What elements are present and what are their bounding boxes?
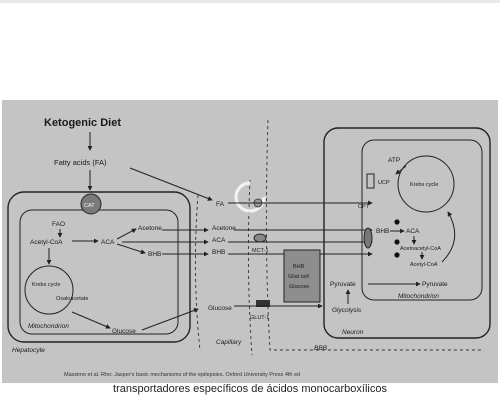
mito-pyruvate: Pyruvate [422,281,448,288]
bbb-label: BBB [314,345,328,352]
hepatocyte-glucose-label: Glucose [112,328,136,335]
neuron-bhb: BHB [376,228,389,235]
fao-label: FAO [52,221,65,228]
acetone-label: Acetone [138,225,162,232]
hepatocyte-label: Hepatocyte [12,347,45,354]
enzyme-marker-1 [394,219,400,225]
oxaloacetate-label: Oxaloacetate [56,296,88,302]
top-divider [0,0,500,3]
slide-caption: transportadores específicos de ácidos mo… [113,383,387,395]
ketogenic-diet-diagram: Ketogenic Diet Fatty acids (FA) CAT FAO … [7,117,491,378]
glycolysis-label: Glycolysis [332,307,362,314]
cpt-label: CPT [358,204,370,210]
capillary-aca: ACA [212,237,226,244]
fa-to-capillary-arrow [129,167,213,201]
ucp-label: UCP [378,180,390,186]
aca-to-bhb-arrow [116,243,146,255]
glial-bhb: BHB [293,264,305,270]
capillary-fa: FA [216,201,225,208]
atp-arrow [395,165,407,175]
mct-label: MCT-1 [252,248,269,254]
bhb-label: BHB [148,251,161,258]
capillary-acetone: Acetone [212,225,236,232]
enzyme-marker-2 [394,239,400,245]
neuron-aca: ACA [406,228,420,235]
hepatocyte-krebs-cycle [24,265,74,315]
neuron-membrane [323,127,491,339]
cat-label: CAT [84,203,95,209]
loading-spinner-icon [234,181,266,213]
enzyme-marker-3 [394,252,400,258]
capillary-bhb: BHB [212,249,225,256]
capillary-label: Capillary [216,339,242,346]
glial-label: Glial cell [288,274,309,280]
glut-label: GLUT-1 [250,315,269,321]
glut-transporter-icon [256,300,270,307]
mitochondrial-mct-icon [363,227,373,249]
neuron-pyruvate: Pyruvate [330,281,356,288]
bbb-boundary [265,119,484,351]
glial-glucose: Glucose [289,284,309,290]
mct-transporter-icon [253,233,267,243]
acetyl-coa-label: Acetyl-CoA [30,239,63,246]
aca-to-acetone-arrow [116,228,137,240]
glial-cell [283,249,321,303]
hepatocyte-membrane [7,191,191,343]
diagram-slide: Ketogenic Diet Fatty acids (FA) CAT FAO … [2,100,498,383]
acetyl-to-krebs-arrow [441,211,456,263]
hepatocyte-mitochondrion-label: Mitochondrion [28,323,69,330]
cat-transporter [80,193,102,215]
neuron-acetyl-coa-label: Acetyl-CoA [410,262,438,268]
citation-text: Massimo et al. Rho: Jasper's basic mecha… [64,372,300,378]
oxaloacetate-to-glucose-arrow [71,311,111,329]
ucp-channel [366,173,375,189]
aca-label: ACA [101,239,115,246]
neuron-label: Neuron [342,329,364,336]
capillary-left-wall [194,194,201,351]
capillary-glucose: Glucose [208,305,232,312]
capillary-right-wall [247,179,253,356]
neuron-mitochondrion [361,139,483,301]
neuron-mitochondrion-label: Mitochondrion [398,293,439,300]
atp-label: ATP [388,157,400,164]
krebs-cycle-label: Krebs cycle [32,282,60,288]
acetoacetyl-coa-label: Acetoacetyl-CoA [400,246,441,252]
neuron-krebs-cycle [397,155,455,213]
glucose-to-capillary-arrow [141,308,199,331]
diagram-title: Ketogenic Diet [44,117,121,129]
neuron-krebs-label: Krebs cycle [410,182,438,188]
fatty-acids-label: Fatty acids (FA) [54,158,107,167]
